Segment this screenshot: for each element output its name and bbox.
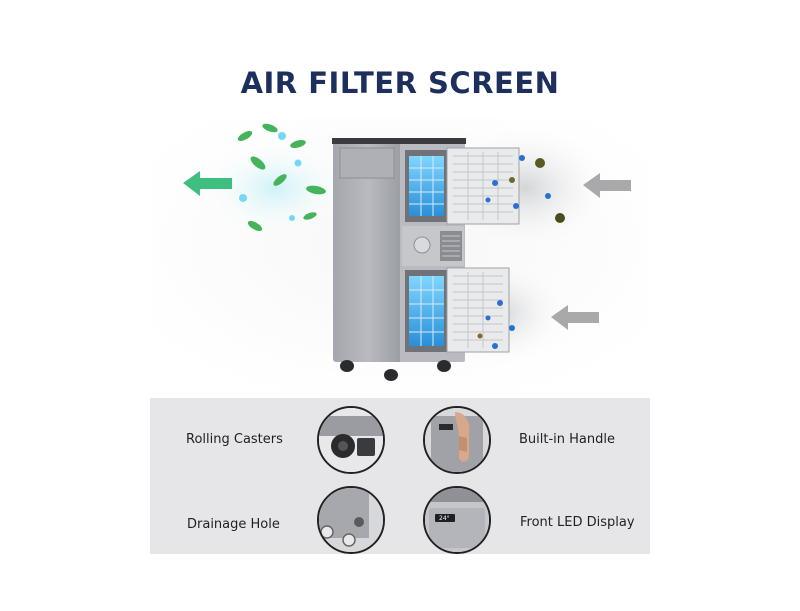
led-display-icon: 24° (423, 486, 491, 554)
caster-wheel-icon (317, 406, 385, 474)
filter-screen (446, 267, 510, 353)
feature-label-drainage-hole: Drainage Hole (187, 517, 280, 532)
air-filter-illustration (150, 118, 650, 398)
feature-label-front-led-display: Front LED Display (520, 515, 635, 530)
hand-handle-icon (423, 406, 491, 474)
features-panel: Rolling Casters Built-in Handle Drainage… (150, 398, 650, 554)
feature-label-rolling-casters: Rolling Casters (186, 432, 283, 447)
svg-text:24°: 24° (439, 515, 450, 522)
drainage-hole-icon (317, 486, 385, 554)
portable-ac-unit (332, 138, 565, 381)
page-title: AIR FILTER SCREEN (240, 66, 560, 100)
dust-particles (477, 155, 565, 349)
airflow-in-arrow-icon (551, 305, 599, 330)
leaves-icon (237, 123, 326, 232)
airflow-out-arrow-icon (183, 171, 232, 196)
caster-wheel-icon (340, 360, 451, 381)
feature-label-built-in-handle: Built-in Handle (519, 432, 615, 447)
product-image (150, 118, 650, 398)
filter-screen (446, 147, 520, 225)
airflow-in-arrow-icon (583, 173, 631, 198)
